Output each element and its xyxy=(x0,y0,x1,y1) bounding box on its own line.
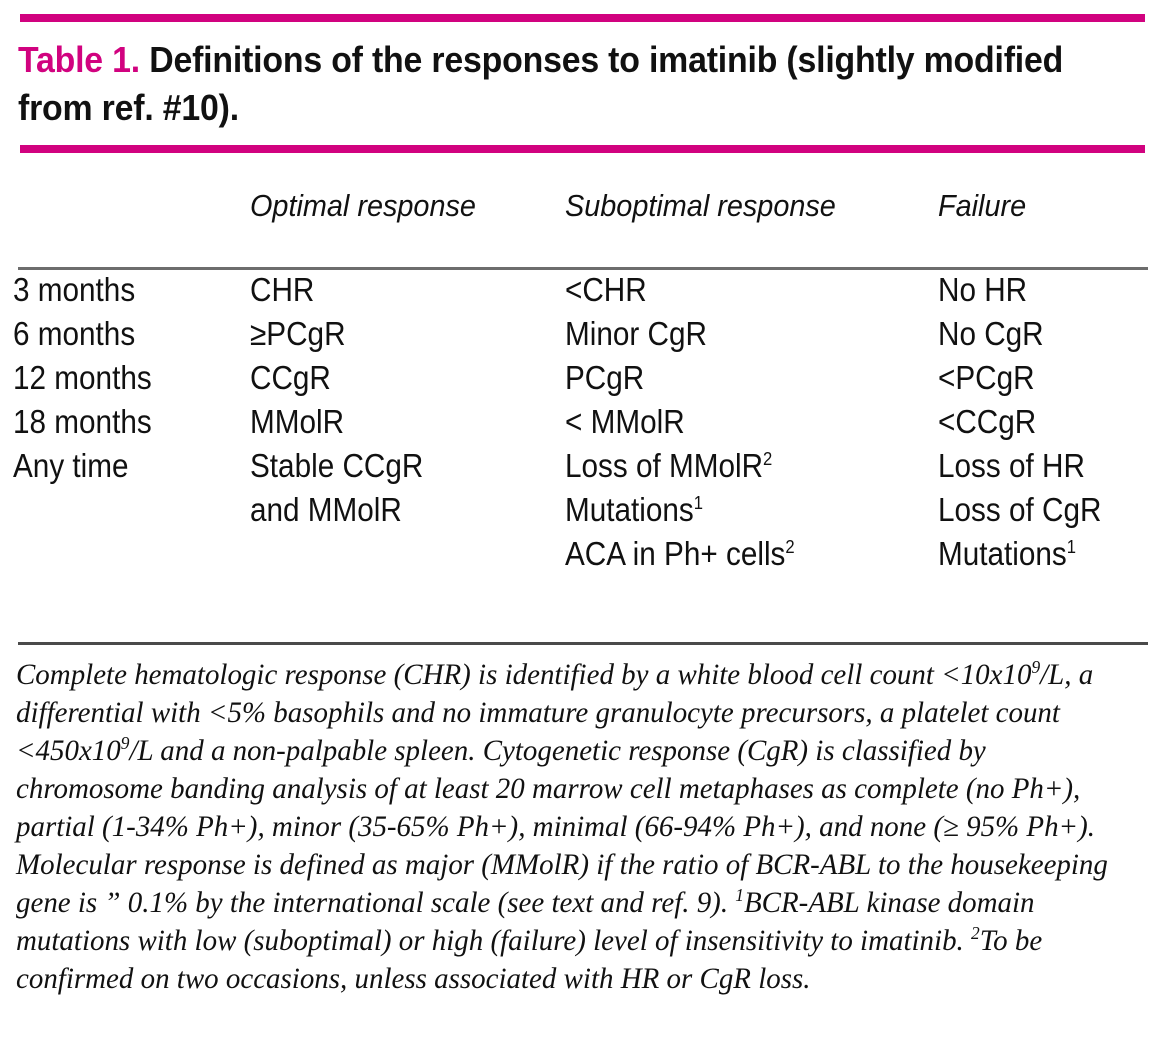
table-cell: 12 months xyxy=(13,359,152,396)
cell-text: < MMolR xyxy=(565,403,685,440)
table-cell: Any time xyxy=(13,447,129,484)
failure-cells: No HR No CgR <PCgR <CCgR Loss of HR Loss… xyxy=(938,268,1145,576)
table-cell: Loss of HR xyxy=(938,444,1145,488)
footnote-marker: 1 xyxy=(693,492,704,513)
table-cell: and MMolR xyxy=(250,491,402,528)
table-cell: <CHR xyxy=(565,268,885,312)
caption-accent-rule xyxy=(20,145,1145,153)
table-column-optimal: Optimal response CHR ≥PCgR CCgR MMolR St… xyxy=(250,186,560,576)
table-cell: 6 months xyxy=(13,315,136,352)
optimal-cells: CHR ≥PCgR CCgR MMolR Stable CCgR and MMo… xyxy=(250,268,529,576)
table-caption-text: Definitions of the responses to imatinib… xyxy=(18,39,1064,128)
table-cell: 18 months xyxy=(13,403,152,440)
table-column-suboptimal: Suboptimal response <CHR Minor CgR PCgR … xyxy=(565,186,920,576)
footnote-exponent-1: 9 xyxy=(1031,657,1041,677)
footnote-part-2: /L, a differential with <5% basophils an… xyxy=(16,658,1094,767)
footnote-part-4: BCR-ABL kinase domain mutations with low… xyxy=(16,886,1035,957)
table-cell: ≥PCgR xyxy=(250,315,346,352)
column-header-optimal-response: Optimal response xyxy=(250,188,476,223)
cell-text: <PCgR xyxy=(938,359,1035,396)
table-caption: Table 1. Definitions of the responses to… xyxy=(18,36,1090,132)
table-number-label: Table 1. xyxy=(18,39,140,80)
table-cell: CCgR xyxy=(250,359,331,396)
table-cell: Mutations1 xyxy=(938,532,1145,576)
footnote-part-1: Complete hematologic response (CHR) is i… xyxy=(16,658,1032,691)
cell-text: Minor CgR xyxy=(565,315,707,352)
table-cell: < MMolR xyxy=(565,400,885,444)
table-cell: CHR xyxy=(250,271,315,308)
footnote-marker-1: 1 xyxy=(735,885,744,905)
cell-text: Mutations xyxy=(938,535,1067,572)
table-cell: Stable CCgR xyxy=(250,447,424,484)
footnote-part-3: /L and a non-palpable spleen. Cytogeneti… xyxy=(16,734,1108,919)
cell-text: <CHR xyxy=(565,271,647,308)
table-cell: Minor CgR xyxy=(565,312,885,356)
table-cell xyxy=(13,532,225,576)
footnote-exponent-2: 9 xyxy=(120,733,130,753)
column-header-suboptimal-response: Suboptimal response xyxy=(565,188,836,223)
table-cell: <PCgR xyxy=(938,356,1145,400)
cell-text: <CCgR xyxy=(938,403,1037,440)
column-header-failure: Failure xyxy=(938,188,1027,223)
cell-text: Mutations xyxy=(565,491,694,528)
table-column-timepoints: 3 months 6 months 12 months 18 months An… xyxy=(13,186,248,576)
table-cell: PCgR xyxy=(565,356,885,400)
cell-text: ACA in Ph+ cells xyxy=(565,535,786,572)
table-cell: <CCgR xyxy=(938,400,1145,444)
table-column-failure: Failure No HR No CgR <PCgR <CCgR Loss of… xyxy=(938,186,1168,576)
timepoint-cells: 3 months 6 months 12 months 18 months An… xyxy=(13,268,225,576)
table-cell: ACA in Ph+ cells2 xyxy=(565,532,885,576)
footnote-marker-2: 2 xyxy=(971,923,980,943)
cell-text: No CgR xyxy=(938,315,1044,352)
table-cell: Mutations1 xyxy=(565,488,885,532)
table-cell xyxy=(13,488,225,532)
footnote-marker: 2 xyxy=(763,448,773,469)
cell-text: Loss of HR xyxy=(938,447,1085,484)
cell-text: Loss of CgR xyxy=(938,491,1102,528)
table-cell: MMolR xyxy=(250,403,345,440)
footnote-part-5: To be confirmed on two occasions, unless… xyxy=(16,924,1043,995)
table-cell: No HR xyxy=(938,268,1145,312)
footnote-marker: 2 xyxy=(785,536,795,557)
table-footnote: Complete hematologic response (CHR) is i… xyxy=(16,656,1116,998)
footnote-marker: 1 xyxy=(1066,536,1077,557)
cell-text: PCgR xyxy=(565,359,645,396)
footnote-separator-rule xyxy=(18,642,1148,645)
table-cell: No CgR xyxy=(938,312,1145,356)
cell-text: Loss of MMolR xyxy=(565,447,764,484)
table-cell: Loss of CgR xyxy=(938,488,1145,532)
header-separator-rule xyxy=(18,267,1148,270)
cell-text: No HR xyxy=(938,271,1028,308)
table-cell: 3 months xyxy=(13,271,136,308)
table-cell xyxy=(250,532,529,576)
table-cell: Loss of MMolR2 xyxy=(565,444,885,488)
top-accent-rule xyxy=(20,14,1145,22)
suboptimal-cells: <CHR Minor CgR PCgR < MMolR Loss of MMol… xyxy=(565,268,885,576)
